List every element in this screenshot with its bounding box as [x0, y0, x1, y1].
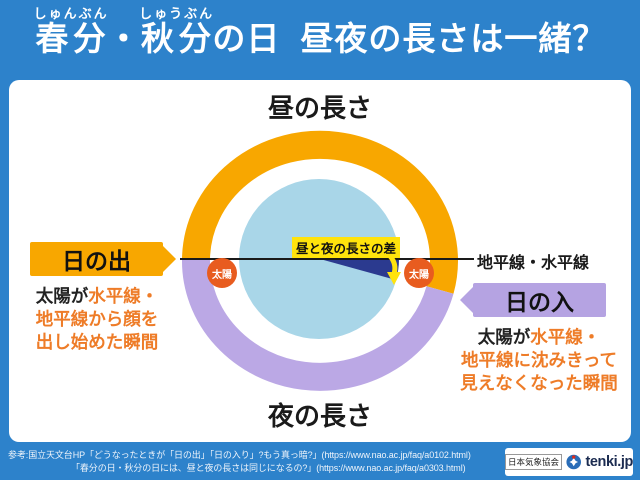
sunrise-desc-line1-orange: 水平線・ [88, 286, 159, 306]
jwa-label: 日本気象協会 [505, 454, 563, 470]
tenki-jp-logo-plate: 日本気象協会 tenki.jp [505, 448, 633, 476]
title-word-shunbun: 春分 [33, 20, 109, 57]
sunset-description: 太陽が水平線・ 地平線に沈みきって 見えなくなった瞬間 [448, 326, 630, 395]
sun-badge-sunset: 太陽 [404, 258, 434, 288]
sunset-desc-line2: 地平線に沈みきって [461, 350, 617, 371]
sunrise-desc-lead: 太陽が [35, 286, 89, 306]
reference-line1: 参考:国立天文台HP「どうなったときが「日の出」「日の入り」?もう真っ暗?」(h… [8, 450, 471, 460]
sunrise-desc-line1: 太陽が水平線・ [12, 285, 182, 308]
sunrise-desc-line2: 地平線から顔を [35, 309, 159, 330]
sunset-desc-lead: 太陽が [477, 327, 531, 347]
furigana-shunbun: しゅんぶん [33, 6, 109, 21]
sunset-desc-line3: 見えなくなった瞬間 [460, 373, 618, 394]
day-length-label: 昼の長さ [267, 93, 372, 123]
sunset-desc-line1-orange: 水平線・ [530, 327, 601, 347]
title-question: 昼夜の長さは一緒？ [300, 20, 607, 57]
sunrise-title: 日の出 [62, 248, 131, 274]
night-arc [181, 258, 454, 391]
difference-arrow-head [387, 272, 401, 285]
difference-wedge [320, 259, 399, 280]
title-word-nohi: の日 [212, 20, 281, 57]
tenki-jp-label: tenki.jp [585, 454, 633, 470]
difference-label: 昼と夜の長さの差 [292, 237, 401, 258]
sunrise-callout: 日の出 [30, 242, 163, 276]
title-word-shuubun: 秋分 [139, 20, 215, 57]
furigana-shuubun: しゅうぶん [139, 6, 215, 21]
day-arc [182, 130, 458, 294]
page-title: 春分しゅんぶん・秋分しゅうぶんの日昼夜の長さは一緒？ [0, 6, 640, 57]
sunrise-desc-line3: 出し始めた瞬間 [35, 332, 159, 353]
sunrise-description: 太陽が水平線・ 地平線から顔を 出し始めた瞬間 [12, 285, 182, 354]
horizon-label: 地平線・水平線 [477, 255, 590, 272]
reference-line2: 「春分の日・秋分の日には、昼と夜の長さは同じになるの?」(https://www… [71, 463, 466, 473]
sunset-callout: 日の入 [473, 283, 606, 317]
sun-badge-sunrise: 太陽 [207, 258, 237, 288]
sun-label: 太陽 [212, 269, 232, 281]
sunset-title: 日の入 [505, 289, 574, 315]
sunset-desc-line1: 太陽が水平線・ [448, 326, 630, 349]
night-length-label: 夜の長さ [267, 401, 372, 431]
title-separator: ・ [106, 20, 141, 57]
sun-label: 太陽 [409, 269, 429, 281]
tenki-jp-icon [566, 454, 582, 470]
